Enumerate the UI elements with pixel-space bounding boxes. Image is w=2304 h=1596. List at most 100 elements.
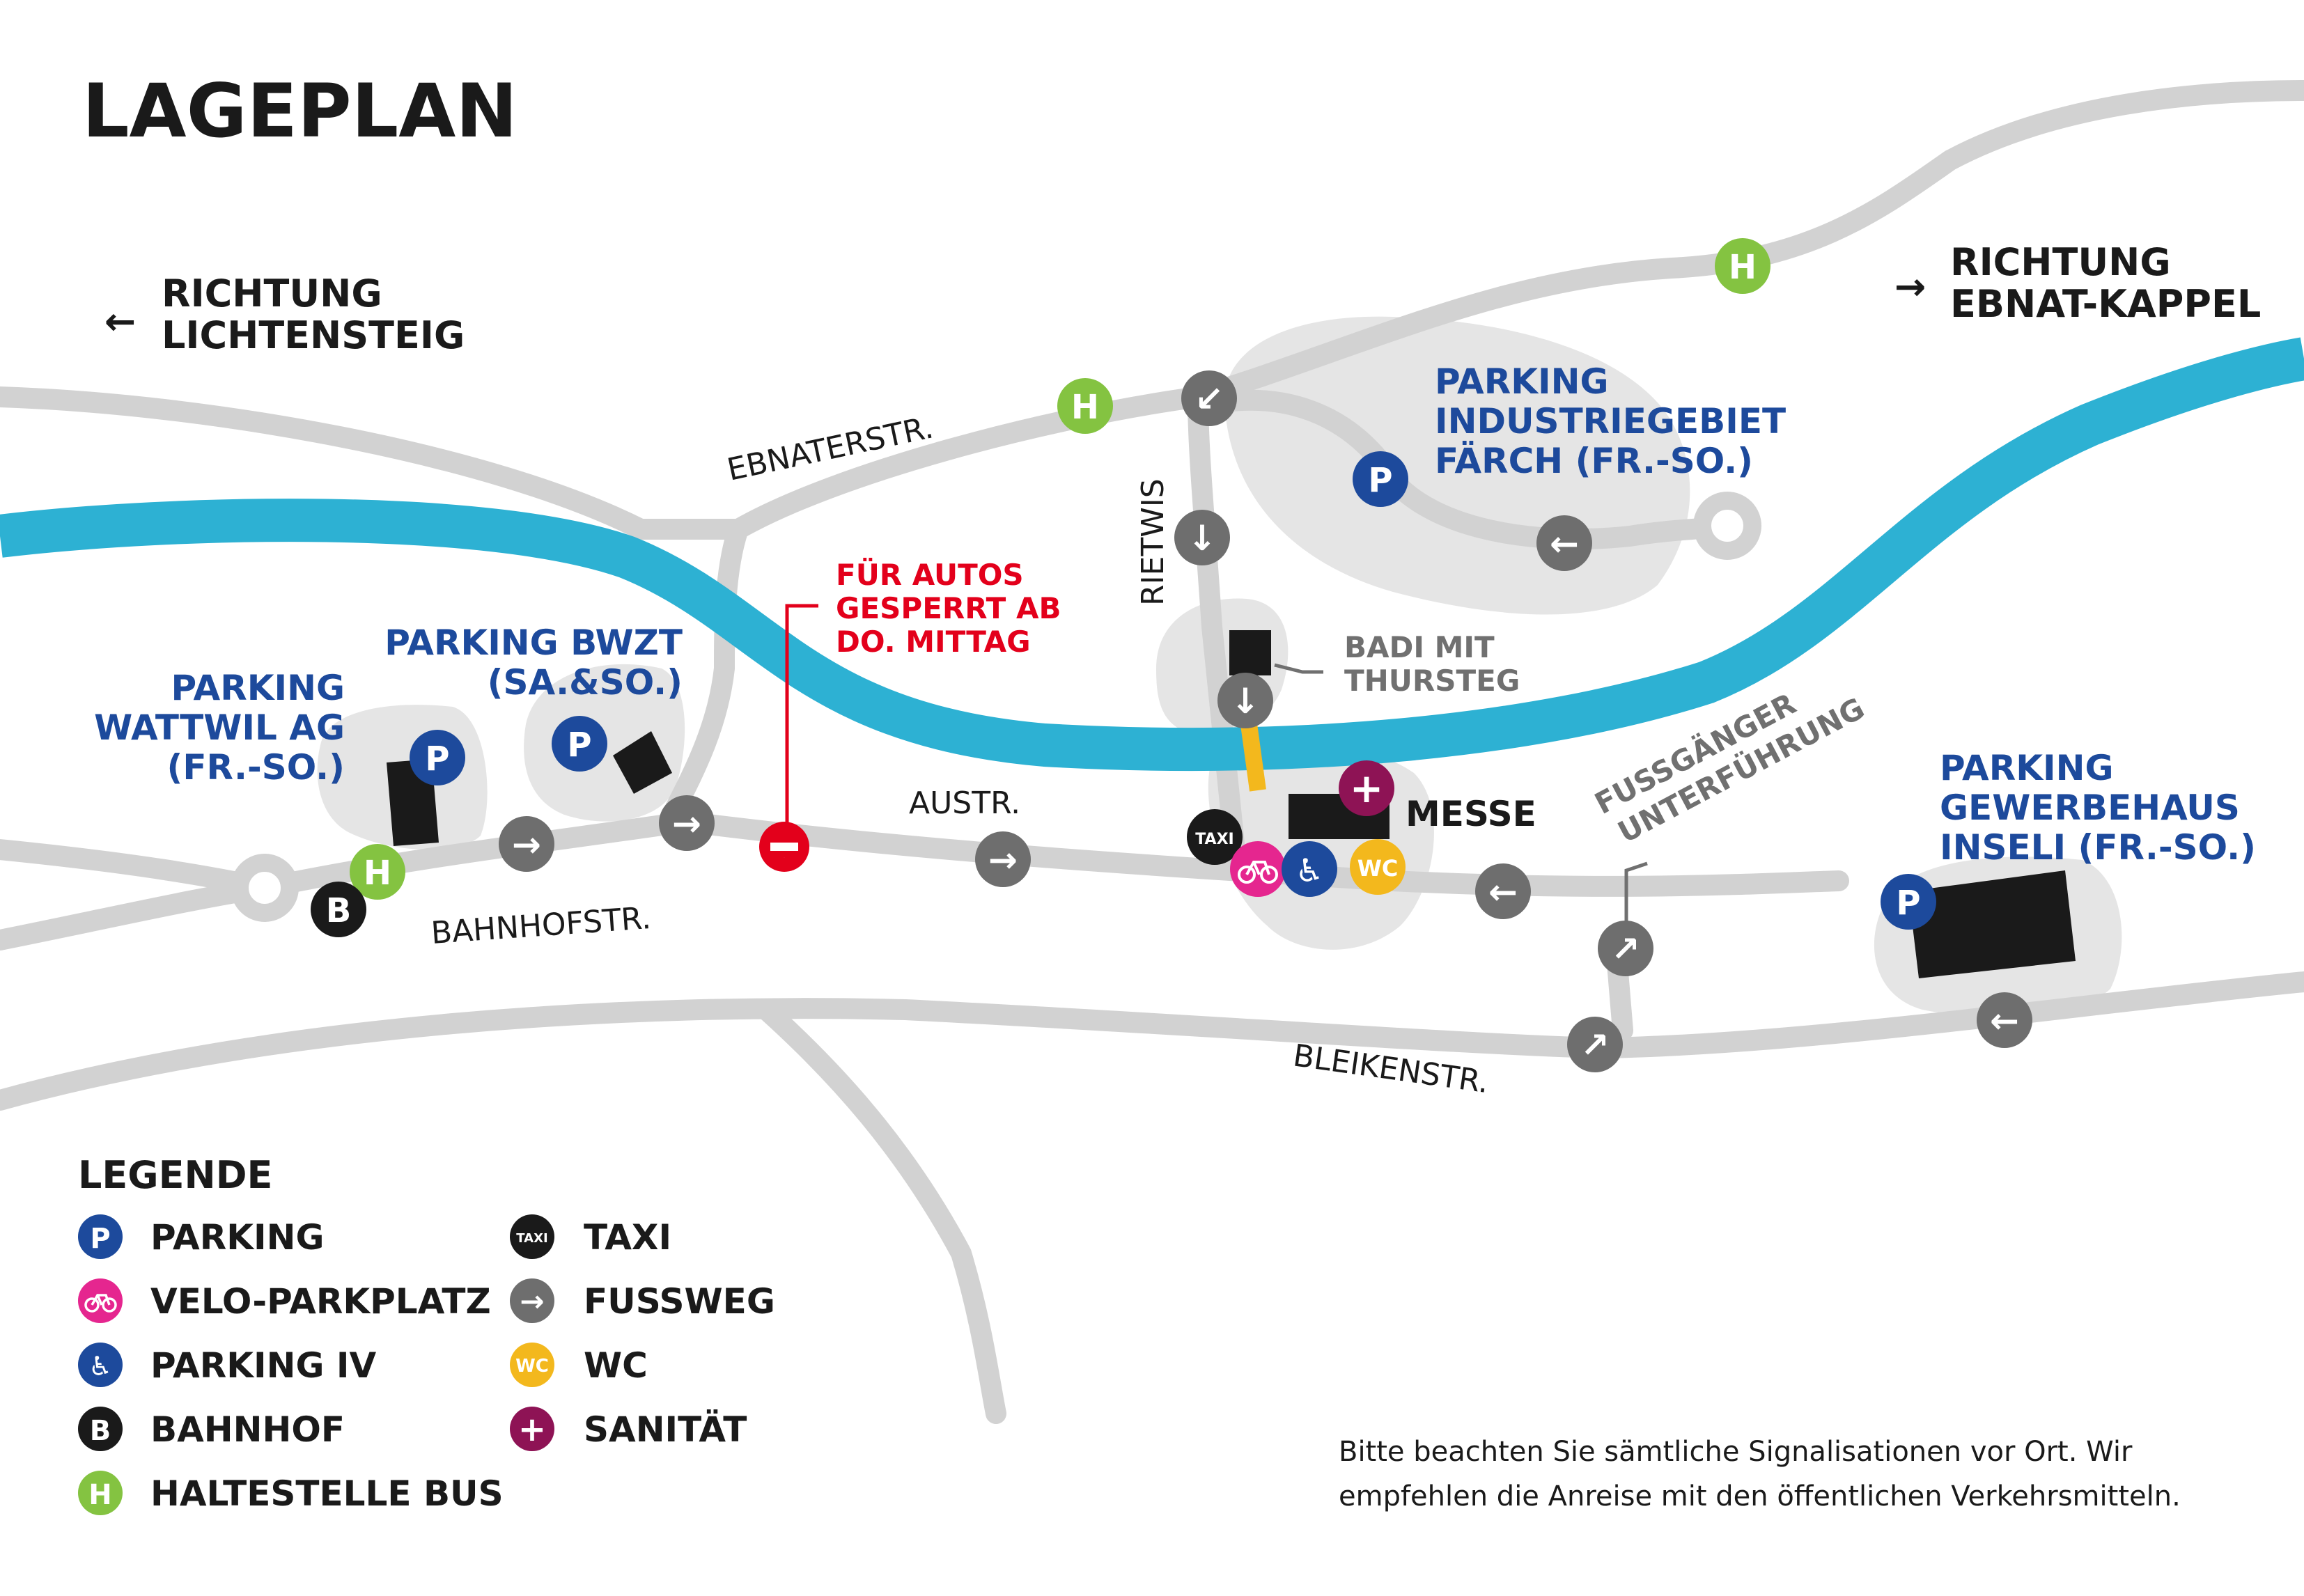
footpath-arrow-4: ← — [1475, 863, 1531, 919]
road-bleikenstrasse — [0, 971, 2304, 1111]
arrow-up-right-icon: ↗ — [1611, 929, 1640, 969]
badi-line1: BADI MIT — [1344, 630, 1495, 664]
road-rietwis — [1188, 386, 1247, 874]
parking-marker-bwzt-symbol: P — [567, 726, 591, 765]
arrow-down-icon: ↓ — [1188, 518, 1217, 558]
velo-marker — [1230, 841, 1286, 897]
bus-stop-bahnhof-symbol: H — [364, 854, 391, 893]
parking-wattwil-line3: (FR.-SO.) — [167, 747, 345, 788]
legend-parking-symbol: P — [90, 1223, 110, 1255]
building-bwzt — [613, 731, 672, 794]
legend-parking-label: PARKING — [150, 1217, 325, 1258]
legend-bahnhof-label: BAHNHOF — [150, 1409, 345, 1450]
footpath-arrow-11: ↓ — [1217, 673, 1273, 728]
street-bahnhofstrasse: BAHNHOFSTR. — [430, 900, 652, 951]
parking-faerch-line1: PARKING — [1435, 361, 1609, 402]
footpath-arrow-10: ↓ — [1174, 510, 1230, 565]
legend: LEGENDE P PARKING VELO-PARKPLATZ ♿ PARKI… — [78, 1153, 775, 1515]
bus-stop-east: H — [1715, 238, 1770, 294]
messe-label: MESSE — [1406, 794, 1536, 834]
arrow-down-icon: ↓ — [1231, 681, 1260, 721]
parking-inseli-label: PARKING GEWERBEHAUS INSELI (FR.-SO.) — [1940, 748, 2256, 868]
direction-east-line2: EBNAT-KAPPEL — [1950, 282, 2261, 326]
taxi-marker: TAXI — [1187, 809, 1243, 865]
bicycle-icon — [84, 1294, 117, 1313]
parking-inseli-line2: GEWERBEHAUS — [1940, 788, 2240, 828]
road-south-branch — [756, 999, 1006, 1424]
markers: P P P P H H H B − TAXI ♿ WC + → → → ← ↗ … — [311, 238, 2032, 1072]
arrow-down-left-icon: ↙ — [1194, 379, 1224, 419]
building-inseli — [1908, 870, 2076, 978]
legend-sanitaet-symbol: + — [518, 1410, 546, 1449]
closed-road-symbol: − — [784, 857, 785, 859]
parking-bwzt-line1: PARKING BWZT — [384, 623, 683, 663]
direction-west-line1: RICHTUNG — [162, 272, 382, 315]
footpath-arrow-5: ↗ — [1598, 921, 1653, 976]
parking-marker-faerch-symbol: P — [1368, 461, 1392, 500]
legend-parking-iv-label: PARKING IV — [150, 1345, 376, 1386]
legend-sanitaet-label: SANITÄT — [584, 1409, 747, 1450]
parking-bwzt-line2: (SA.&SO.) — [488, 662, 683, 703]
footnote-line1: Bitte beachten Sie sämtliche Signalisati… — [1339, 1436, 2133, 1468]
parking-wattwil-label: PARKING WATTWIL AG (FR.-SO.) — [94, 668, 345, 788]
closed-line2: GESPERRT AB — [836, 591, 1061, 625]
legend-item-bahnhof: B BAHNHOF — [78, 1407, 345, 1451]
badi-label: BADI MIT THURSTEG — [1344, 630, 1520, 698]
arrow-left-icon: ← — [1990, 1001, 2019, 1041]
legend-item-sanitaet: + SANITÄT — [510, 1407, 747, 1451]
direction-west-line2: LICHTENSTEIG — [162, 313, 465, 357]
sanitaet-marker-symbol: + — [1350, 765, 1384, 812]
direction-east-arrow: → — [1894, 265, 1926, 308]
parking-marker-wattwil: P — [410, 730, 465, 785]
sanitaet-marker: + — [1339, 760, 1394, 816]
legend-item-taxi: TAXI TAXI — [510, 1214, 671, 1259]
arrow-left-icon: ← — [1550, 524, 1579, 564]
street-austr: AUSTR. — [909, 785, 1020, 821]
road-ebnaterstrasse-east — [1188, 80, 2304, 407]
bus-stop-bahnhof: H — [350, 844, 405, 900]
closed-road-label: FÜR AUTOS GESPERRT AB DO. MITTAG — [836, 557, 1061, 659]
closed-line1: FÜR AUTOS — [836, 557, 1024, 592]
parking-marker-faerch: P — [1353, 451, 1408, 507]
velo-marker-bicycle-icon — [1238, 861, 1278, 884]
badi-leader — [1274, 663, 1323, 674]
page-title: LAGEPLAN — [82, 68, 517, 154]
parking-bwzt-label: PARKING BWZT (SA.&SO.) — [384, 623, 683, 703]
closed-line3: DO. MITTAG — [836, 625, 1031, 659]
road-faerch-access — [1201, 389, 1738, 549]
legend-velo-label: VELO-PARKPLATZ — [150, 1281, 491, 1322]
arrow-right-icon: → — [988, 840, 1018, 880]
closed-leader — [785, 604, 818, 846]
bahnhof-marker-symbol: B — [326, 891, 352, 930]
bus-stop-east-symbol: H — [1729, 248, 1757, 287]
footpath-arrow-2: → — [659, 795, 715, 851]
arrow-left-icon: ← — [1488, 872, 1518, 912]
legend-item-parking-iv: ♿ PARKING IV — [78, 1343, 376, 1387]
leader-lines — [785, 604, 1648, 933]
street-rietwis: RIETWIS — [1135, 478, 1171, 606]
legend-item-fussweg: → FUSSWEG — [510, 1278, 775, 1323]
wc-marker-symbol: WC — [1357, 855, 1399, 882]
underpass-leader — [1624, 861, 1648, 933]
road-ebnaterstrasse-spur — [658, 519, 749, 832]
direction-west-arrow: ← — [104, 299, 136, 343]
footpath-arrow-3: → — [975, 831, 1031, 887]
bus-stop-ebnaterstrasse: H — [1057, 378, 1113, 434]
roundabout-west — [231, 854, 299, 922]
wheelchair-marker: ♿ — [1282, 841, 1337, 897]
badi-line2: THURSTEG — [1344, 664, 1520, 698]
building-badi — [1229, 630, 1271, 675]
arrow-right-icon: → — [512, 824, 541, 865]
parking-faerch-line3: FÄRCH (FR.-SO.) — [1435, 441, 1753, 481]
arrow-right-icon: → — [672, 804, 701, 844]
legend-wc-label: WC — [584, 1345, 648, 1386]
legend-item-velo: VELO-PARKPLATZ — [78, 1278, 491, 1323]
legend-wheelchair-icon: ♿ — [88, 1351, 112, 1382]
thursteg-bridge — [1240, 723, 1266, 792]
legend-wc-symbol: WC — [515, 1356, 549, 1377]
roundabout-faerch — [1693, 492, 1761, 560]
parking-inseli-line3: INSELI (FR.-SO.) — [1940, 827, 2256, 868]
parking-marker-inseli: P — [1881, 874, 1936, 930]
footnote-line2: empfehlen die Anreise mit den öffentlich… — [1339, 1480, 2181, 1512]
